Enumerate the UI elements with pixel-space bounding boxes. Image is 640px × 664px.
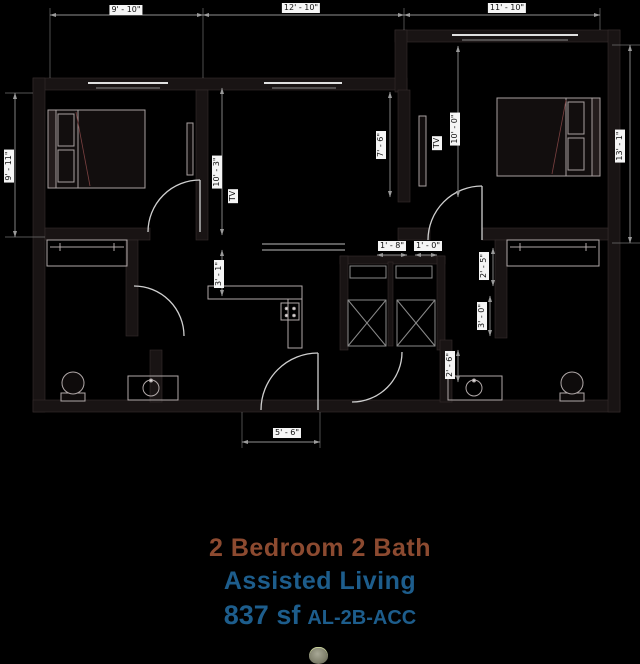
- shower-2: [506, 239, 600, 267]
- vanity-sink-1: [127, 375, 179, 401]
- vanity-sink-2: [447, 375, 503, 401]
- dim-hall-width: 3' - 1": [214, 259, 224, 289]
- bed-1: [47, 109, 146, 189]
- tv-2: [418, 115, 427, 187]
- dim-entry-width: 5' - 6": [272, 428, 302, 438]
- dim-kitchen-wall: 7' - 6": [376, 130, 386, 160]
- area-value: 837 sf: [223, 600, 301, 630]
- toilet-1: [60, 371, 86, 402]
- walls: [32, 29, 621, 413]
- windows: [88, 34, 578, 89]
- tv2-label: TV: [432, 135, 442, 151]
- dim-top-right-bedroom: 11' - 10": [487, 3, 527, 13]
- dimension-lines: [12, 12, 633, 445]
- floorplan-drawing: [5, 8, 640, 448]
- dim-right-side: 13' - 1": [615, 129, 625, 163]
- tv1-label: TV: [228, 188, 238, 204]
- closet-doors: [347, 265, 436, 347]
- unit-category-title: Assisted Living: [223, 567, 417, 595]
- dim-top-left-bedroom: 9' - 10": [109, 5, 143, 15]
- unit-code: AL-2B-ACC: [307, 607, 417, 629]
- dim-bedroom2-depth: 10' - 0": [450, 112, 460, 146]
- kitchen-counter: [207, 243, 345, 349]
- dim-bedroom1-depth: 10' - 3": [212, 155, 222, 189]
- tv-1: [186, 122, 194, 176]
- dim-top-kitchen: 12' - 10": [281, 3, 321, 13]
- door-arcs: [133, 179, 483, 411]
- dim-bath2-b: 3' - 0": [477, 301, 487, 331]
- bed-2: [496, 97, 601, 177]
- dim-left-side: 9' - 11": [4, 149, 14, 183]
- sprout-icon: [309, 647, 328, 664]
- dim-bath2-a: 2' - 5": [479, 251, 489, 281]
- toilet-2: [559, 371, 585, 402]
- unit-area-line: 837 sf AL-2B-ACC: [0, 600, 640, 631]
- unit-type-title: 2 Bedroom 2 Bath: [209, 534, 431, 562]
- shower-1: [46, 239, 128, 267]
- dim-closet-left: 1' - 8": [377, 241, 407, 251]
- dim-closet-right: 1' - 0": [413, 241, 443, 251]
- dim-bath2-c: 2' - 6": [445, 350, 455, 380]
